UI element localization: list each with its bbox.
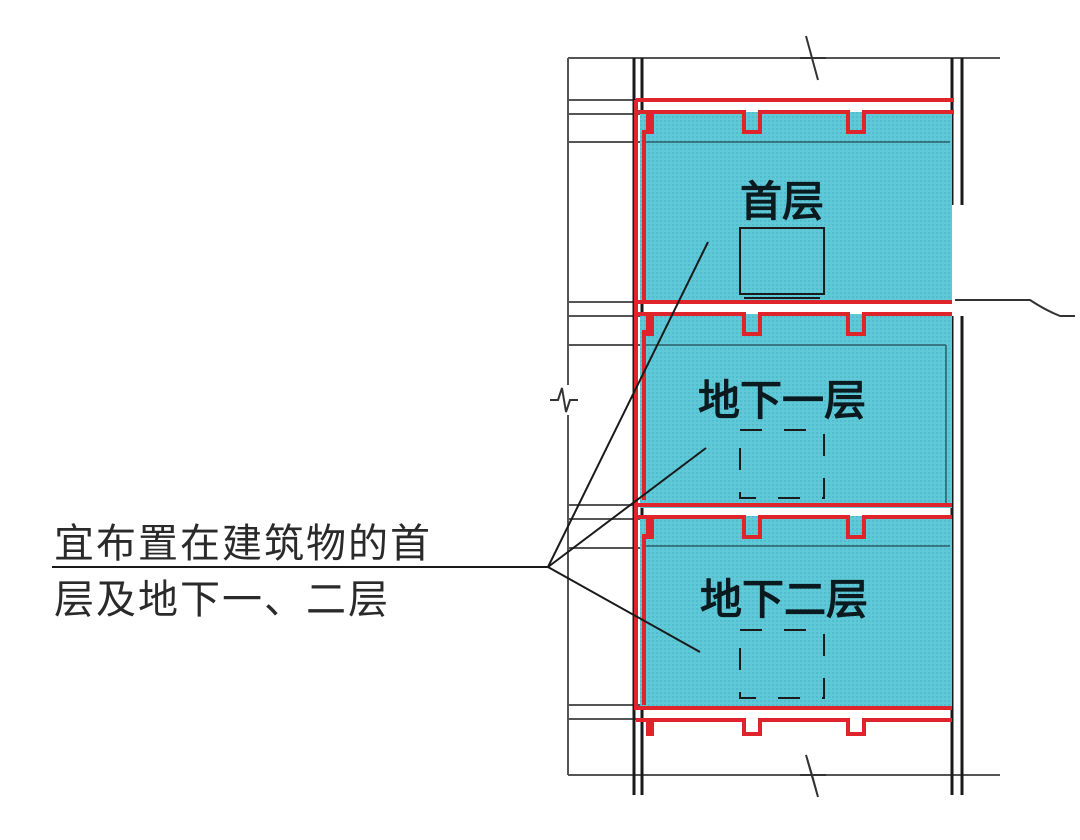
floor-label-basement-1: 地下一层: [698, 376, 866, 425]
room-ground-floor: [640, 112, 952, 304]
annotation-line-2: 层及地下一、二层: [54, 577, 390, 623]
floor-label-ground: 首层: [740, 177, 824, 226]
room-basement-1: [640, 314, 952, 508]
rooms: [640, 112, 952, 709]
equipment-basement-2: [739, 629, 825, 699]
break-symbols: [550, 35, 1075, 798]
room-basement-2: [640, 516, 952, 709]
fire-compartment-walls: [634, 98, 954, 736]
ceiling-lines: [646, 141, 950, 547]
annotation-line-1: 宜布置在建筑物的首: [54, 521, 432, 567]
floor-label-basement-2: 地下二层: [700, 575, 868, 624]
equipment-ground-floor: [739, 227, 825, 295]
equipment: [739, 227, 825, 699]
building-outline: [567, 57, 1000, 776]
equipment-basement-1: [739, 429, 825, 499]
leader-lines: [52, 241, 709, 653]
